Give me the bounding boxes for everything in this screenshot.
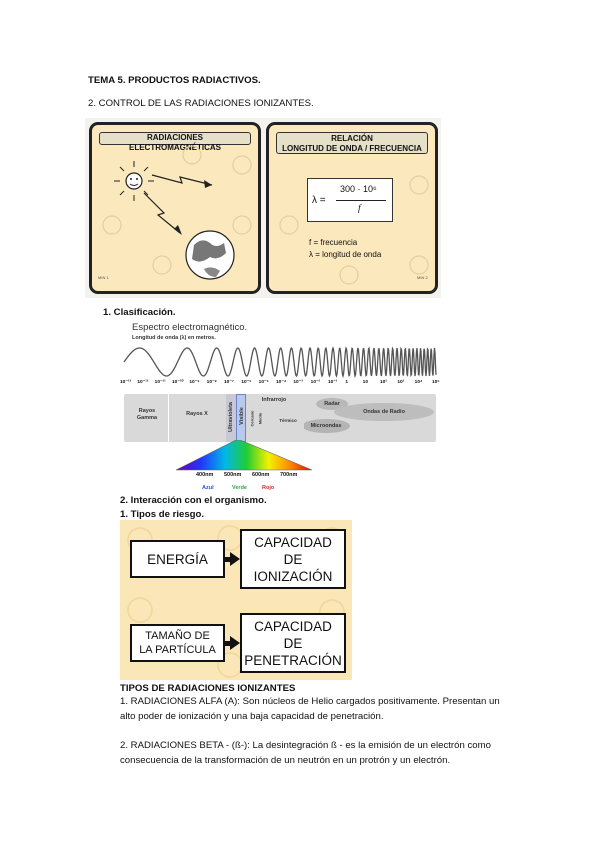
ray-arrow-right [151, 174, 213, 186]
spectrum-tick-label: 10⁻⁵ [258, 380, 269, 385]
box-tamano-particula: TAMAÑO DE LA PARTÍCULA [130, 624, 225, 662]
spectrum-tick-label: 10⁻¹ [328, 380, 338, 385]
band-infrarrojo-label: Infrarrojo [261, 397, 287, 403]
band-radar-label: Radar [324, 401, 340, 407]
panel-right-title: RELACIÓN LONGITUD DE ONDA / FRECUENCIA [276, 132, 428, 154]
panel-left-footer: MIN 1 [98, 275, 109, 280]
panel-electromagnetic: RADIACIONES ELECTROMAGNÉTICAS [89, 122, 261, 294]
earth-icon [185, 230, 235, 280]
spectrum-tick-label: 10⁻⁸ [206, 380, 217, 385]
box-capacidad-penetracion: CAPACIDAD DE PENETRACIÓN [240, 613, 346, 673]
panel-right-title-2: LONGITUD DE ONDA / FRECUENCIA [282, 144, 422, 153]
spectrum-tick-label: 10⁻¹³ [120, 380, 132, 385]
panels-figure: RADIACIONES ELECTROMAGNÉTICAS [85, 118, 441, 298]
band-gamma-label: Rayos Gamma [136, 408, 158, 421]
band-radio-label: Ondas de Radio [363, 409, 405, 415]
panel-right-title-1: RELACIÓN [331, 134, 373, 143]
paragraph-alfa-line2: alto poder de ionización y una baja capa… [120, 711, 384, 722]
spectrum-tick-label: 10⁻³ [293, 380, 303, 385]
band-medio-label: Medio [257, 412, 263, 425]
band-cercano-label: Cercano [249, 410, 255, 427]
color-verde: Verde [232, 485, 247, 491]
formula-numerator: 300 · 10⁶ [340, 184, 377, 194]
spectrum-subtitle: Longitud de onda (λ) en metros. [132, 335, 216, 341]
wave-graphic [123, 346, 437, 379]
band-x: Rayos X [168, 394, 227, 442]
band-uv-label: Ultravioleta [228, 402, 234, 432]
page-subheading: 2. CONTROL DE LAS RADIACIONES IONIZANTES… [88, 98, 314, 109]
arrow-right-icon [230, 552, 240, 566]
formula-lhs: λ = [312, 195, 326, 206]
paragraph-beta-line1: 2. RADIACIONES BETA - (ß-): La desintegr… [120, 740, 491, 751]
band-visible: Visible [236, 394, 246, 442]
color-label-row: Azul Verde Rojo [200, 485, 320, 493]
arrow-right-icon [230, 636, 240, 650]
color-azul: Azul [202, 485, 214, 491]
spectrum-tick-label: 10⁻⁴ [276, 380, 287, 385]
paragraph-beta-line2: consecuencia de la transformación de un … [120, 755, 451, 766]
formula-denominator: f [358, 204, 361, 214]
nm-400: 400nm [196, 472, 214, 478]
band-termico-label: Térmico [279, 418, 297, 423]
band-gamma: Rayos Gamma [126, 394, 169, 442]
nm-label-row: 400nm 500nm 600nm 700nm [196, 472, 316, 480]
spectrum-tick-label: 10⁻¹⁰ [172, 380, 184, 385]
paragraph-alfa-line1: 1. RADIACIONES ALFA (A): Son núcleos de … [120, 696, 500, 707]
spectrum-tick-label: 10⁻² [310, 380, 321, 385]
sun-earth-illustration [102, 145, 252, 280]
ray-arrow-down [143, 192, 181, 234]
nm-600: 600nm [252, 472, 270, 478]
visible-spectrum-cone [176, 440, 313, 471]
nm-700: 700nm [280, 472, 298, 478]
sun-icon [114, 161, 154, 201]
legend-frequency: f = frecuencia [309, 238, 358, 247]
panel-left-title: RADIACIONES ELECTROMAGNÉTICAS [99, 132, 251, 152]
arrow-stem-1 [225, 557, 231, 562]
section-interaccion: 2. Interacción con el organismo. [120, 495, 267, 506]
spectrum-tick-label: 10⁴ [414, 380, 423, 385]
radio-bands [304, 398, 434, 433]
band-uv: Ultravioleta [226, 394, 236, 442]
arrow-stem-2 [225, 641, 231, 646]
spectrum-title: Espectro electromagnético. [132, 322, 248, 333]
band-infrarrojo: Infrarrojo Cercano Medio Térmico [246, 394, 304, 442]
spectrum-tick-label: 10⁻¹² [137, 380, 149, 385]
spectrum-tick-label: 10² [380, 380, 387, 385]
box-capacidad-ionizacion: CAPACIDAD DE IONIZACIÓN [240, 529, 346, 589]
box-energia: ENERGÍA [130, 540, 225, 578]
color-rojo: Rojo [262, 485, 275, 491]
spectrum-tick-label: 10⁵ [432, 380, 440, 385]
nm-500: 500nm [224, 472, 242, 478]
section-tipos-radiaciones: TIPOS DE RADIACIONES IONIZANTES [120, 683, 296, 694]
spectrum-tick-label: 10³ [397, 380, 405, 385]
watermark-logo [102, 145, 252, 275]
band-microondas-label: Microondas [310, 423, 342, 429]
tick-row: 10⁻¹³ 10⁻¹² 10⁻¹¹ 10⁻¹⁰ 10⁻⁹ 10⁻⁸ 10⁻⁷ 10⁻⁶ 10⁻⁵… [120, 380, 440, 388]
spectrum-tick-label: 1 [345, 380, 348, 385]
formula-box: λ = 300 · 10⁶ f [307, 178, 393, 222]
page-heading: TEMA 5. PRODUCTOS RADIACTIVOS. [88, 75, 261, 86]
watermark-pattern [279, 175, 429, 285]
spectrum-figure: Espectro electromagnético. Longitud de o… [120, 320, 440, 496]
legend-wavelength: λ = longitud de onda [309, 250, 382, 259]
fraction-bar [336, 200, 386, 201]
section-clasificacion: 1. Clasificación. [103, 307, 176, 318]
spectrum-tick-label: 10 [362, 380, 368, 385]
band-visible-label: Visible [239, 407, 245, 425]
spectrum-tick-label: 10⁻⁷ [224, 380, 234, 385]
section-tipos-riesgo: 1. Tipos de riesgo. [120, 509, 205, 520]
spectrum-tick-label: 10⁻¹¹ [154, 380, 166, 385]
spectrum-tick-label: 10⁻⁶ [241, 380, 252, 385]
band-x-label: Rayos X [186, 411, 208, 417]
spectrum-tick-label: 10⁻⁹ [189, 380, 200, 385]
panel-right-footer: MIN 2 [417, 275, 428, 280]
panel-relation: RELACIÓN LONGITUD DE ONDA / FRECUENCIA λ… [266, 122, 438, 294]
risk-figure: ENERGÍA CAPACIDAD DE IONIZACIÓN TAMAÑO D… [120, 520, 352, 680]
